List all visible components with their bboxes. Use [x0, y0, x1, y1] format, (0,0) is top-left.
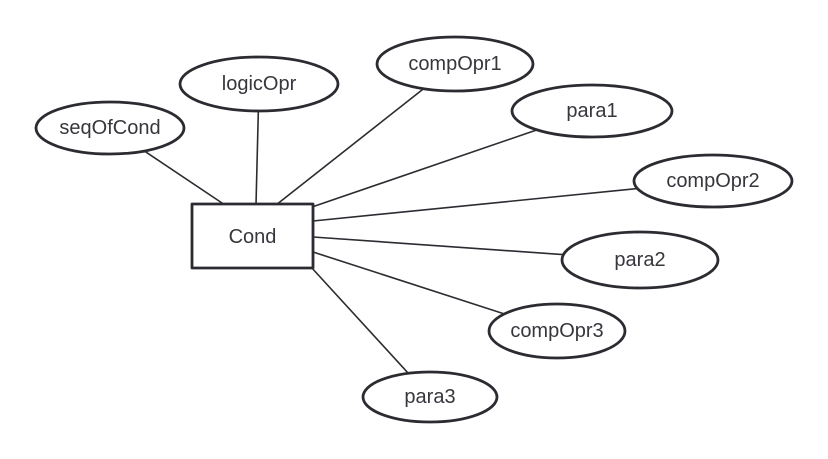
- attribute-ellipse-seqofcond: [34, 100, 186, 156]
- attribute-node-para2: para2: [560, 230, 720, 290]
- attribute-node-compopr3: compOpr3: [487, 302, 627, 360]
- attribute-node-compopr1: compOpr1: [375, 35, 535, 93]
- attribute-node-para3: para3: [361, 370, 499, 424]
- attribute-label-compopr3: compOpr3: [510, 320, 603, 342]
- attribute-label-compopr2: compOpr2: [666, 170, 759, 192]
- entity-rect-cond: [190, 202, 315, 270]
- attribute-ellipse-para2: [560, 230, 720, 290]
- attribute-label-para1: para1: [566, 100, 617, 122]
- entity-label-cond: Cond: [229, 226, 277, 248]
- attribute-node-seqofcond: seqOfCond: [34, 100, 186, 156]
- attribute-ellipse-para3: [361, 370, 499, 424]
- attribute-label-para3: para3: [404, 386, 455, 408]
- attribute-label-logicopr: logicOpr: [222, 73, 297, 95]
- attribute-ellipse-compopr1: [375, 35, 535, 93]
- attribute-label-para2: para2: [614, 249, 665, 271]
- attribute-node-compopr2: compOpr2: [632, 153, 794, 209]
- attribute-ellipse-compopr3: [487, 302, 627, 360]
- attribute-ellipse-compopr2: [632, 153, 794, 209]
- attribute-label-compopr1: compOpr1: [408, 53, 501, 75]
- attribute-label-seqofcond: seqOfCond: [59, 117, 160, 139]
- attribute-ellipse-para1: [510, 83, 674, 139]
- attribute-node-para1: para1: [510, 83, 674, 139]
- entity-node-cond: Cond: [190, 202, 315, 270]
- attribute-ellipse-logicopr: [178, 55, 340, 113]
- attribute-node-logicopr: logicOpr: [178, 55, 340, 113]
